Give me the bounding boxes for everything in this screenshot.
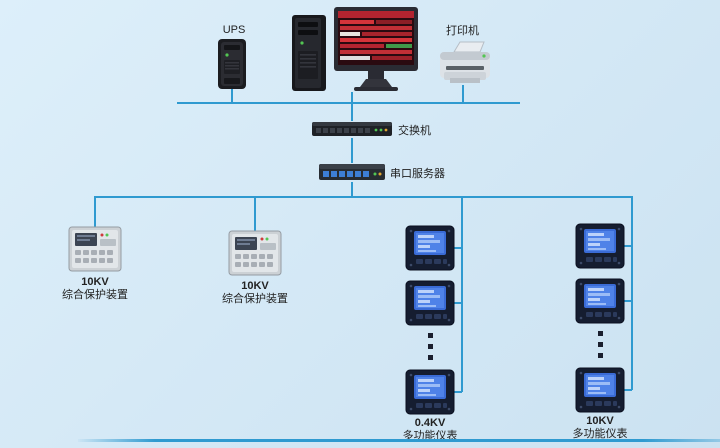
meter-column-04kv-riser bbox=[461, 198, 463, 392]
meter-device bbox=[575, 223, 625, 274]
ups-icon bbox=[218, 39, 246, 89]
meter-device bbox=[575, 367, 625, 418]
meter-column-10kv-label: 10KV 多功能仪表 bbox=[545, 415, 655, 441]
protection-left-name: 综合保护装置 bbox=[62, 289, 128, 301]
bottom-divider bbox=[78, 439, 720, 442]
printer-device bbox=[436, 40, 494, 91]
meter-device bbox=[405, 225, 455, 276]
protection-device-icon bbox=[68, 226, 122, 272]
field-bus-line bbox=[94, 196, 633, 198]
ellipsis-dot bbox=[598, 342, 603, 347]
serial-server-icon bbox=[319, 164, 385, 180]
meter-stub bbox=[454, 391, 462, 393]
switch-label: 交换机 bbox=[398, 125, 431, 137]
ellipsis-dot bbox=[598, 353, 603, 358]
protection-mid-drop-line bbox=[254, 198, 256, 231]
meter-device bbox=[575, 278, 625, 329]
meter-icon bbox=[405, 280, 455, 326]
bus-to-switch-line bbox=[351, 104, 353, 121]
serial-server-label: 串口服务器 bbox=[390, 168, 445, 180]
serial-server-device bbox=[319, 162, 385, 187]
top-bus-line bbox=[177, 102, 520, 104]
computer-device bbox=[290, 5, 422, 100]
switch-icon bbox=[312, 122, 392, 136]
meter-column-10kv-name: 多功能仪表 bbox=[572, 428, 628, 440]
meter-device bbox=[405, 280, 455, 331]
printer-label: 打印机 bbox=[446, 25, 479, 37]
meter-column-04kv-voltage: 0.4KV bbox=[414, 417, 446, 429]
meter-column-10kv-voltage: 10KV bbox=[586, 415, 614, 427]
switch-to-serial-line bbox=[351, 138, 353, 163]
ellipsis-dot bbox=[428, 355, 433, 360]
ellipsis-dot bbox=[428, 333, 433, 338]
computer-drop-line bbox=[351, 92, 353, 102]
protection-left-voltage: 10KV bbox=[81, 276, 109, 288]
protection-device-icon bbox=[228, 230, 282, 276]
printer-drop-line bbox=[462, 85, 464, 102]
meter-icon bbox=[405, 225, 455, 271]
protection-mid-voltage: 10KV bbox=[241, 280, 269, 292]
meter-stub bbox=[624, 300, 632, 302]
protection-left-drop-line bbox=[94, 198, 96, 227]
ups-device bbox=[214, 38, 250, 95]
printer-icon bbox=[440, 41, 490, 83]
meter-icon bbox=[575, 367, 625, 413]
meter-device bbox=[405, 369, 455, 420]
ups-label: UPS bbox=[222, 24, 246, 36]
ellipsis-dot bbox=[598, 331, 603, 336]
ellipsis-dot bbox=[428, 344, 433, 349]
meter-icon bbox=[405, 369, 455, 415]
meter-stub bbox=[454, 247, 462, 249]
protection-device-mid bbox=[228, 230, 282, 281]
meter-icon bbox=[575, 223, 625, 269]
serial-to-bus-line bbox=[351, 182, 353, 197]
meter-icon bbox=[575, 278, 625, 324]
meter-column-10kv-riser bbox=[631, 198, 633, 390]
protection-mid-name: 综合保护装置 bbox=[222, 293, 288, 305]
meter-stub bbox=[454, 302, 462, 304]
switch-device bbox=[312, 120, 392, 143]
ups-drop-line bbox=[231, 87, 233, 102]
meter-stub bbox=[624, 389, 632, 391]
protection-mid-label: 10KV 综合保护装置 bbox=[200, 280, 310, 306]
protection-left-label: 10KV 综合保护装置 bbox=[40, 276, 150, 302]
meter-stub bbox=[624, 245, 632, 247]
computer-icon bbox=[292, 7, 418, 91]
protection-device-left bbox=[68, 226, 122, 277]
